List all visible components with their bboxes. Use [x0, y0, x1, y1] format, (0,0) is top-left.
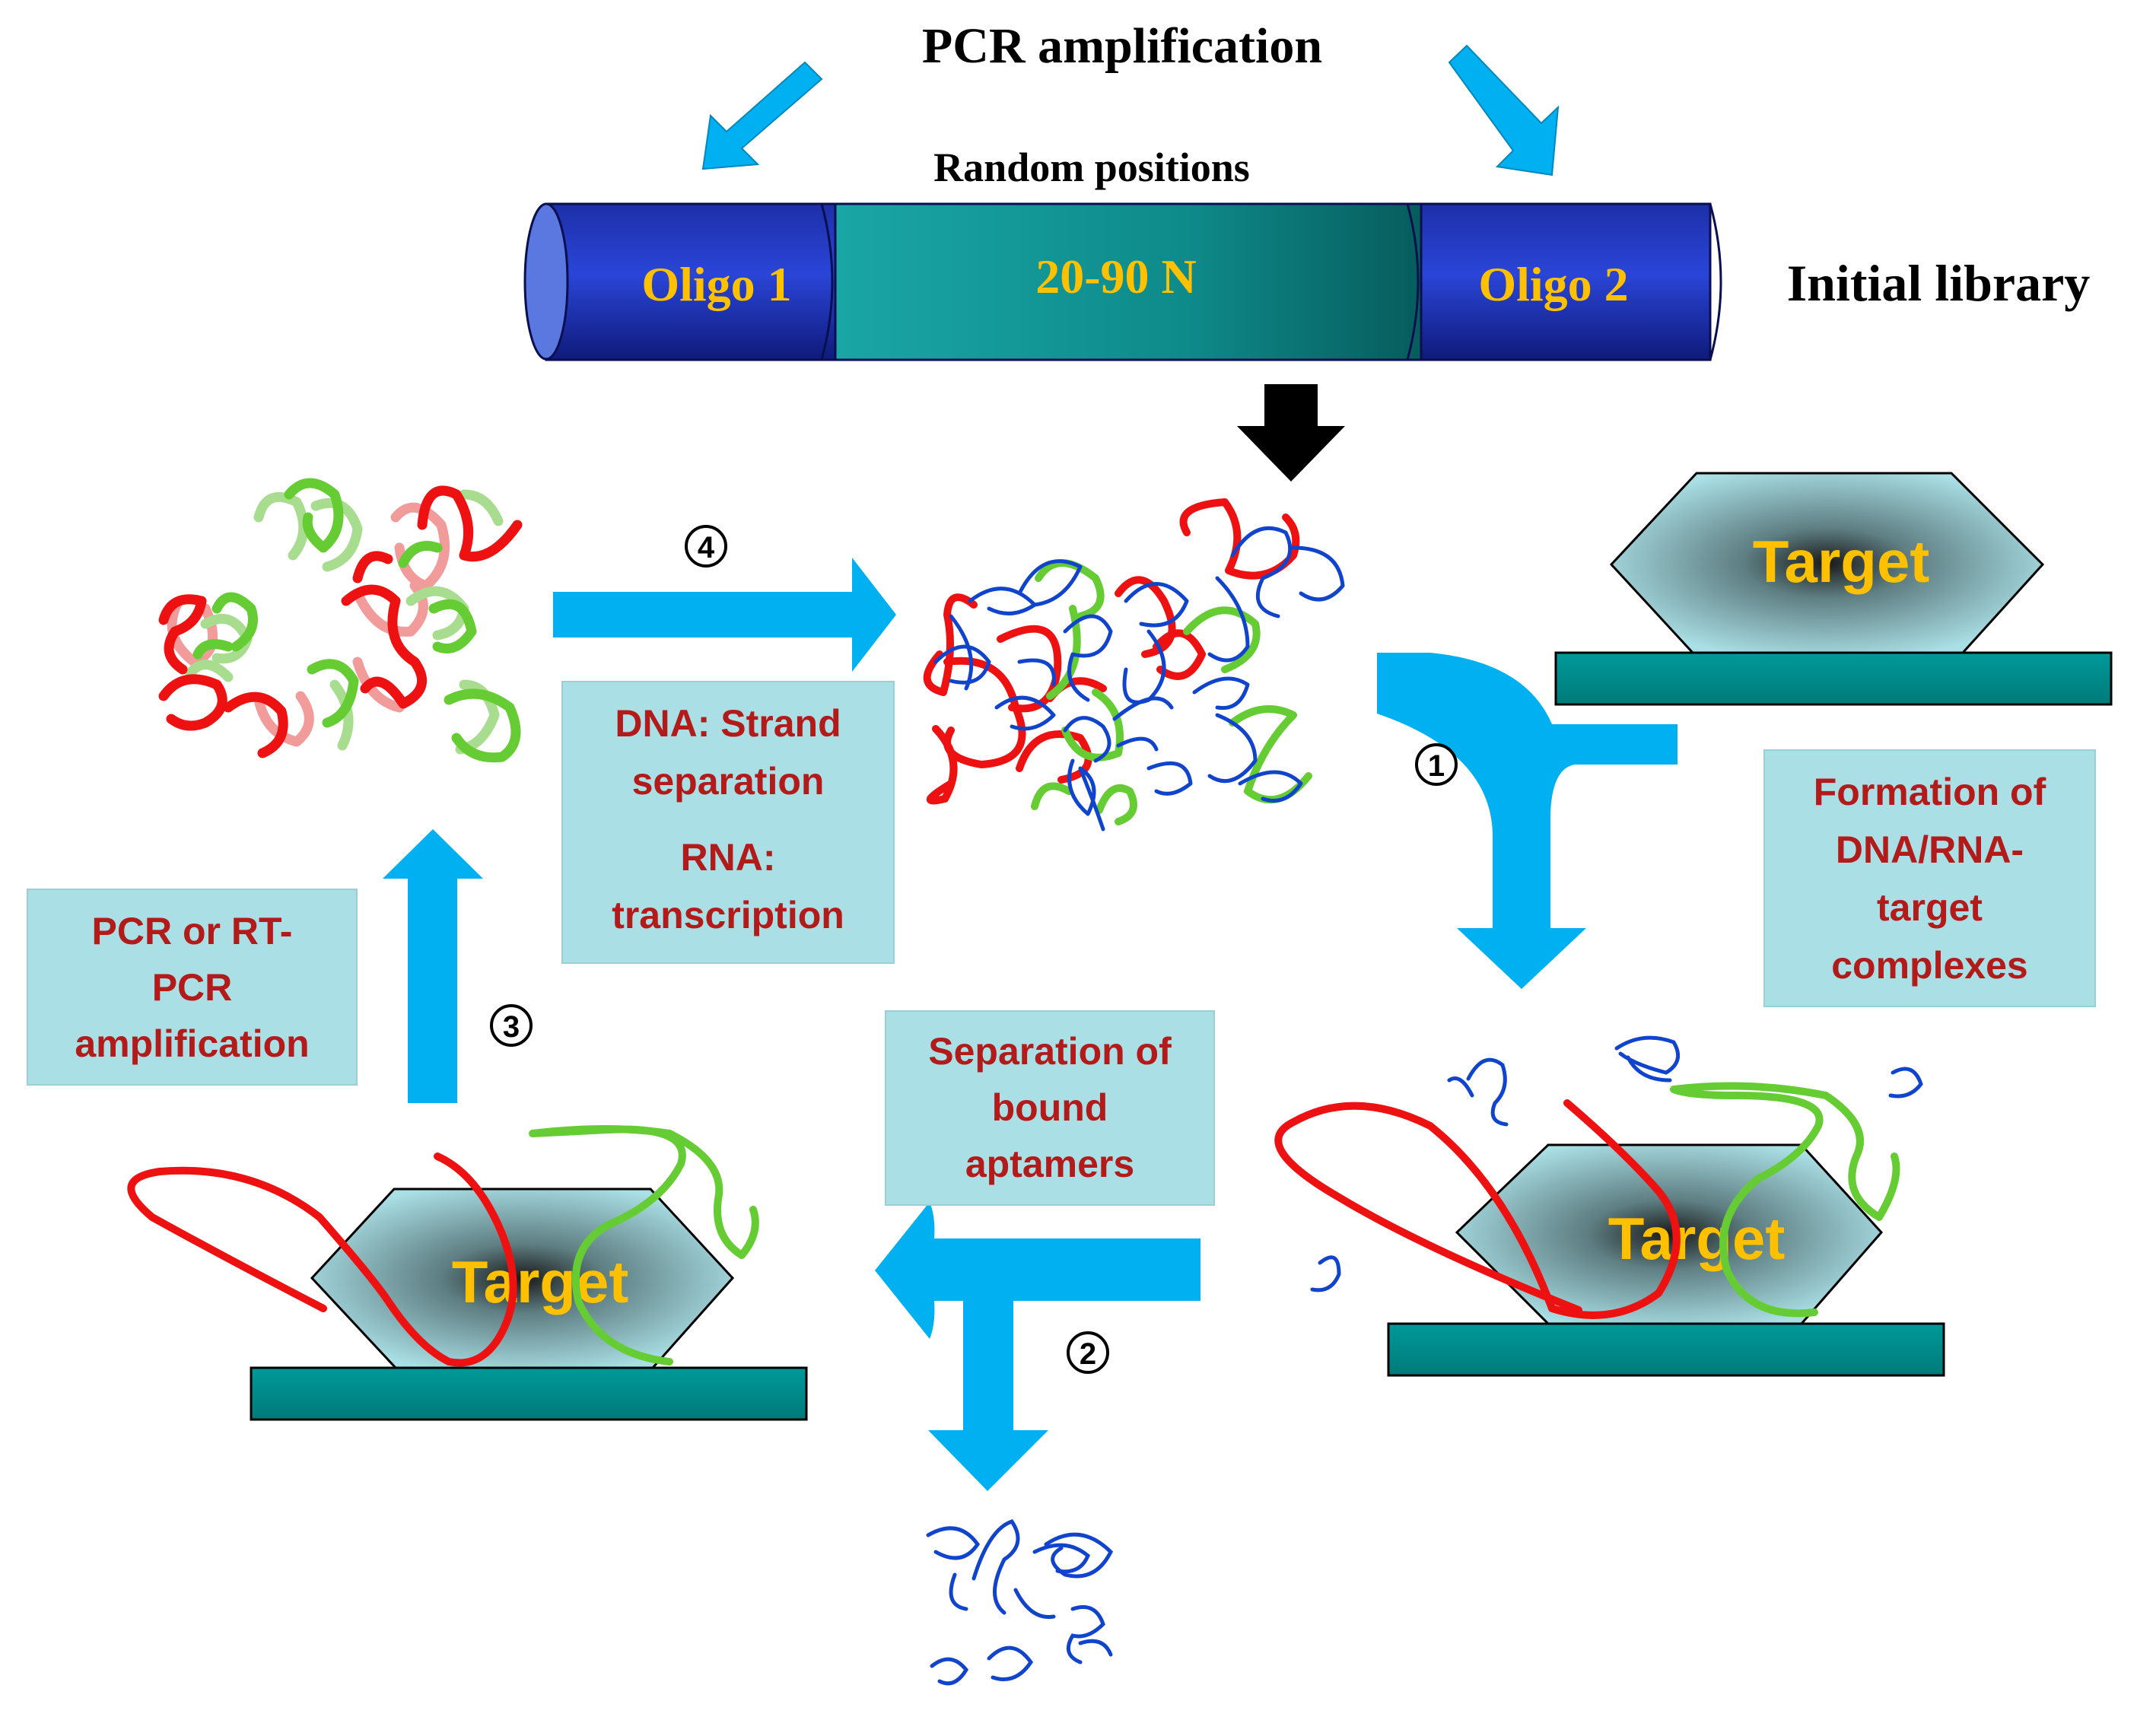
step4-marker: 4	[685, 525, 727, 568]
target-label: Target	[1753, 528, 1930, 595]
oligo1-label: Oligo 1	[641, 257, 791, 311]
oligo2-segment	[1420, 202, 1712, 361]
target-unbound: Target	[1554, 472, 2113, 706]
step3-number: 3	[503, 1010, 520, 1044]
random-positions-label: Random positions	[933, 145, 1250, 190]
pcr-amplification-box: PCR or RT- PCR amplification	[27, 889, 358, 1086]
bound-green-aptamer	[1670, 1082, 1900, 1318]
eluted-target-label: Target	[452, 1248, 629, 1315]
strand-box-line4: transcription	[612, 894, 844, 936]
strand-box-line2: separation	[631, 760, 825, 803]
eluted-platform	[250, 1366, 808, 1421]
formation-box: Formation of DNA/RNA- target complexes	[1763, 749, 2096, 1007]
pcr-box-line1: PCR or RT-	[91, 910, 293, 952]
strand-box-line3: RNA:	[680, 836, 776, 879]
unbound-blue-strands	[1310, 1035, 1923, 1292]
separation-box: Separation of bound aptamers	[885, 1010, 1215, 1206]
pcr-box-line3: amplification	[75, 1022, 310, 1065]
initial-library-label: Initial library	[1787, 254, 2091, 312]
formation-box-line4: complexes	[1831, 944, 2028, 987]
step4-number: 4	[698, 531, 715, 564]
formation-box-line1: Formation of	[1813, 771, 2046, 813]
boundary-curve-1	[820, 203, 834, 361]
pcr-arrow-right	[1448, 44, 1560, 176]
amplified-pool	[158, 478, 523, 763]
cylinder-end-right	[1709, 203, 1722, 361]
step2-number: 2	[1080, 1337, 1096, 1371]
step3-marker: 3	[490, 1004, 533, 1047]
formation-box-line2: DNA/RNA-	[1835, 828, 2024, 871]
cylinder-end-left	[523, 202, 569, 361]
pcr-box-line2: PCR	[151, 966, 233, 1009]
boundary-curve-2	[1406, 203, 1420, 361]
target-shape	[1609, 472, 2045, 654]
pcr-amplification-title: PCR amplification	[922, 18, 1322, 74]
separation-box-line3: aptamers	[965, 1143, 1135, 1185]
random-region-label: 20-90 N	[1035, 250, 1197, 304]
down-arrow-black	[1237, 384, 1345, 482]
target-eluted: Target	[127, 1125, 808, 1421]
formation-box-line3: target	[1877, 886, 1983, 929]
step4-arrow	[553, 558, 896, 672]
eluted-target-shape	[310, 1188, 735, 1369]
eluted-green-aptamer	[529, 1125, 759, 1366]
bound-red-aptamer	[1274, 1099, 1681, 1319]
step1-number: 1	[1428, 749, 1445, 783]
step3-arrow	[383, 829, 483, 1103]
strand-separation-box: DNA: Strand separation RNA: transcriptio…	[561, 681, 895, 964]
step2-marker: 2	[1067, 1331, 1109, 1374]
discarded-strands	[926, 1519, 1114, 1686]
complex-platform	[1387, 1322, 1945, 1377]
target-complex: Target	[1274, 1035, 1945, 1377]
pcr-arrow-left	[701, 61, 823, 170]
step2-arrow	[875, 1202, 1200, 1491]
step1-arrow	[1377, 653, 1677, 989]
complex-target-label: Target	[1608, 1205, 1786, 1272]
random-region-segment	[834, 202, 1423, 361]
initial-library-oligo: Oligo 1 20-90 N Oligo 2	[523, 202, 1722, 361]
eluted-red-aptamer	[127, 1153, 517, 1367]
random-library-pool	[923, 498, 1345, 831]
oligo2-label: Oligo 2	[1478, 257, 1628, 311]
separation-box-line2: bound	[991, 1086, 1108, 1129]
strand-box-line1: DNA: Strand	[615, 702, 841, 745]
separation-box-line1: Separation of	[928, 1030, 1172, 1073]
step1-marker: 1	[1415, 743, 1458, 786]
target-platform	[1554, 651, 2113, 706]
